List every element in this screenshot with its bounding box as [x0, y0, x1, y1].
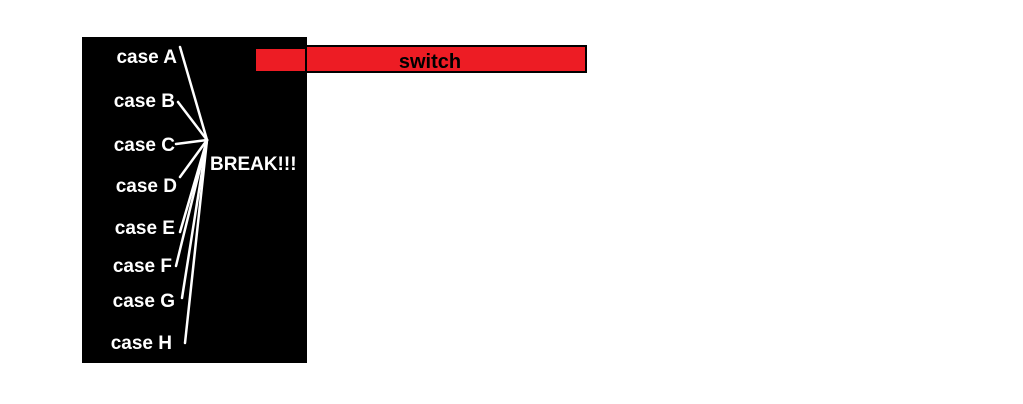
- connector-case-b: [176, 100, 209, 142]
- case-panel: [82, 37, 307, 363]
- case-label-c: case C: [114, 135, 176, 156]
- case-label-a: case A: [116, 47, 177, 68]
- case-label-f: case F: [113, 256, 172, 277]
- connector-case-h: [183, 138, 209, 345]
- switch-bar-left-segment: [256, 49, 307, 71]
- connector-case-d: [178, 138, 209, 179]
- case-label-g: case G: [113, 291, 175, 312]
- connector-case-f: [174, 138, 209, 268]
- case-label-e: case E: [115, 218, 175, 239]
- connector-case-a: [178, 45, 209, 142]
- case-labels: case A case B case C case D case E case …: [111, 47, 178, 354]
- switch-bar-box: [305, 45, 587, 73]
- connector-case-c: [174, 138, 209, 146]
- switch-bar: switch: [256, 45, 587, 73]
- switch-label: switch: [399, 51, 461, 73]
- case-label-d: case D: [116, 176, 177, 197]
- connector-lines: [174, 45, 209, 345]
- case-label-h: case H: [111, 333, 172, 354]
- connector-case-g: [180, 138, 209, 300]
- case-label-b: case B: [114, 91, 175, 112]
- break-label: BREAK!!!: [210, 154, 297, 175]
